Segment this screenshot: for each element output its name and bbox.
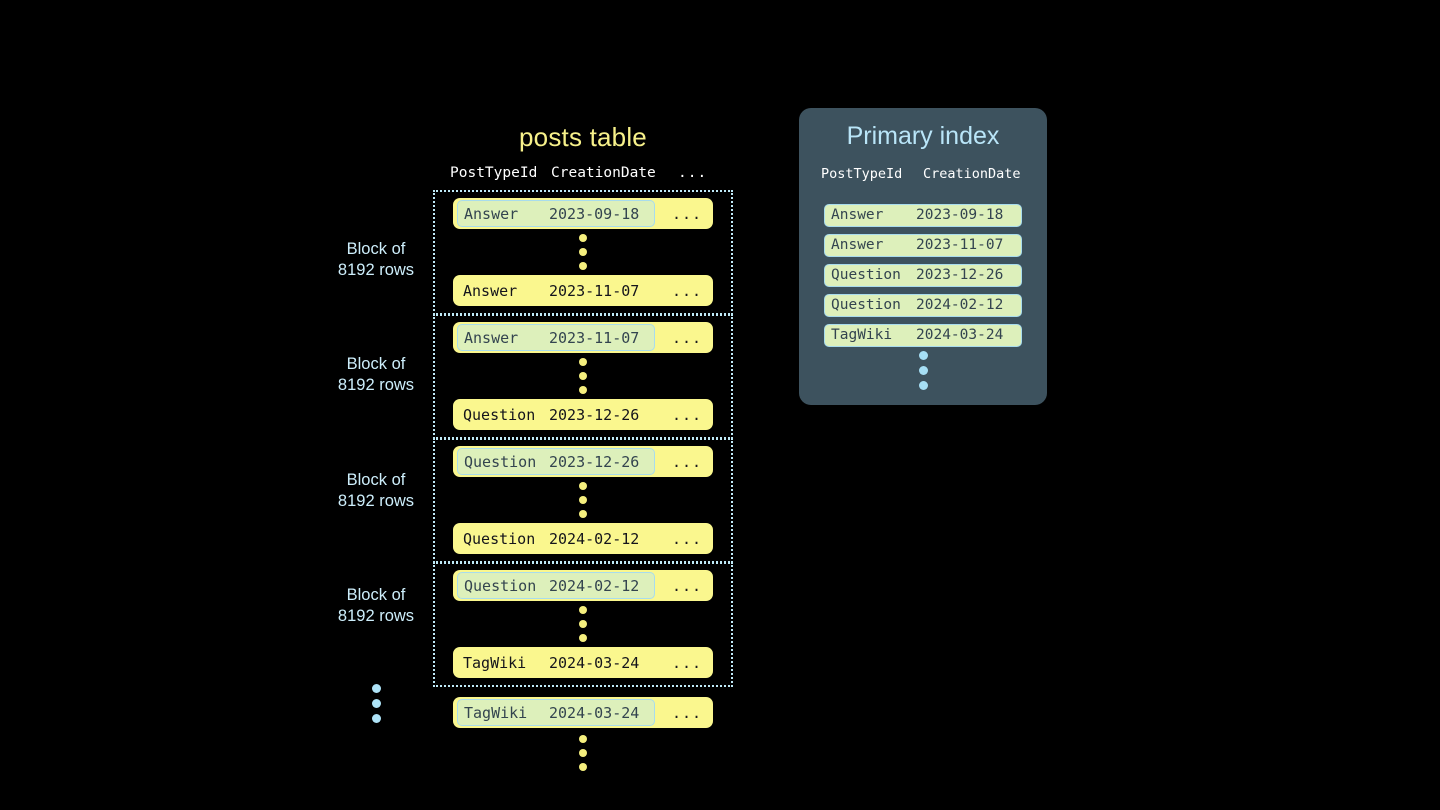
cell-posttypeid: Question — [464, 452, 537, 471]
cell-creationdate: 2024-02-12 — [549, 529, 640, 548]
index-match-highlight — [457, 699, 655, 726]
block-label-line1: Block of — [346, 586, 406, 604]
table-row: Question 2023-12-26 ... — [453, 446, 713, 477]
block-label-line1: Block of — [346, 240, 406, 258]
index-cell-posttypeid: TagWiki — [831, 327, 893, 343]
index-column-header-posttypeid: PostTypeId — [821, 166, 903, 182]
index-row: Question 2024-02-12 — [824, 294, 1022, 317]
index-cell-creationdate: 2024-02-12 — [916, 297, 1004, 313]
rows-omitted-dots — [435, 601, 731, 647]
table-row: Question 2024-02-12 ... — [453, 523, 713, 554]
posts-table-column-headers: PostTypeId CreationDate ... — [433, 165, 733, 187]
table-block: Question 2023-12-26 ... Question 2024-02… — [433, 438, 733, 563]
column-header-ellipsis: ... — [678, 165, 708, 181]
table-tail-row-wrapper: TagWiki 2024-03-24 ... — [433, 687, 733, 774]
block-label: Block of 8192 rows — [301, 354, 451, 396]
index-column-header-creationdate: CreationDate — [923, 166, 1021, 182]
rows-continue-dots — [433, 728, 733, 774]
rows-omitted-dots — [435, 353, 731, 399]
index-cell-creationdate: 2023-11-07 — [916, 237, 1004, 253]
cell-posttypeid: Answer — [464, 328, 519, 347]
cell-ellipsis: ... — [672, 328, 703, 347]
block-label-line2: 8192 rows — [337, 261, 415, 279]
table-row: Answer 2023-11-07 ... — [453, 275, 713, 306]
table-row: Answer 2023-09-18 ... — [453, 198, 713, 229]
index-match-highlight — [457, 200, 655, 227]
index-cell-creationdate: 2023-12-26 — [916, 267, 1004, 283]
index-row: TagWiki 2024-03-24 — [824, 324, 1022, 347]
primary-index-panel: Primary index PostTypeId CreationDate An… — [799, 108, 1047, 405]
index-row: Answer 2023-09-18 — [824, 204, 1022, 227]
primary-index-rows: Answer 2023-09-18 Answer 2023-11-07 Ques… — [824, 204, 1022, 354]
table-block: Question 2024-02-12 ... TagWiki 2024-03-… — [433, 562, 733, 687]
index-rows-continue-dots — [799, 351, 1047, 390]
cell-creationdate: 2024-03-24 — [549, 703, 640, 722]
cell-ellipsis: ... — [672, 653, 703, 672]
block-label-line2: 8192 rows — [337, 492, 415, 510]
cell-creationdate: 2023-12-26 — [549, 452, 640, 471]
index-cell-posttypeid: Answer — [831, 237, 884, 253]
blocks-continue-dots — [352, 684, 400, 723]
primary-index-column-headers: PostTypeId CreationDate — [799, 166, 1047, 186]
rows-omitted-dots — [435, 229, 731, 275]
cell-posttypeid: Question — [463, 405, 536, 424]
table-row: Answer 2023-11-07 ... — [453, 322, 713, 353]
rows-omitted-dots — [435, 477, 731, 523]
table-row: TagWiki 2024-03-24 ... — [453, 697, 713, 728]
cell-posttypeid: TagWiki — [463, 653, 527, 672]
block-label-line2: 8192 rows — [337, 607, 415, 625]
block-label-line1: Block of — [346, 471, 406, 489]
index-row: Answer 2023-11-07 — [824, 234, 1022, 257]
cell-ellipsis: ... — [672, 405, 703, 424]
table-block: Answer 2023-11-07 ... Question 2023-12-2… — [433, 314, 733, 439]
column-header-creationdate: CreationDate — [551, 165, 656, 181]
index-cell-creationdate: 2024-03-24 — [916, 327, 1004, 343]
cell-creationdate: 2023-12-26 — [549, 405, 640, 424]
index-cell-posttypeid: Answer — [831, 207, 884, 223]
cell-posttypeid: TagWiki — [464, 703, 528, 722]
cell-posttypeid: Question — [463, 529, 536, 548]
index-match-highlight — [457, 448, 655, 475]
posts-table-blocks: Answer 2023-09-18 ... Answer 2023-11-07 … — [433, 190, 733, 774]
cell-ellipsis: ... — [672, 204, 703, 223]
cell-creationdate: 2023-11-07 — [549, 281, 640, 300]
cell-ellipsis: ... — [672, 281, 703, 300]
cell-posttypeid: Question — [464, 576, 537, 595]
cell-ellipsis: ... — [672, 703, 703, 722]
cell-ellipsis: ... — [672, 529, 703, 548]
index-row: Question 2023-12-26 — [824, 264, 1022, 287]
cell-creationdate: 2023-09-18 — [549, 204, 640, 223]
block-label-line2: 8192 rows — [337, 376, 415, 394]
block-label: Block of 8192 rows — [301, 239, 451, 281]
index-cell-posttypeid: Question — [831, 297, 901, 313]
cell-ellipsis: ... — [672, 452, 703, 471]
primary-index-title: Primary index — [846, 122, 1000, 150]
cell-creationdate: 2024-02-12 — [549, 576, 640, 595]
index-match-highlight — [457, 324, 655, 351]
index-cell-creationdate: 2023-09-18 — [916, 207, 1004, 223]
index-cell-posttypeid: Question — [831, 267, 901, 283]
table-row: Question 2024-02-12 ... — [453, 570, 713, 601]
cell-posttypeid: Answer — [463, 281, 518, 300]
column-header-posttypeid: PostTypeId — [450, 165, 538, 181]
cell-creationdate: 2023-11-07 — [549, 328, 640, 347]
cell-posttypeid: Answer — [464, 204, 519, 223]
block-label: Block of 8192 rows — [301, 470, 451, 512]
block-label: Block of 8192 rows — [301, 585, 451, 627]
posts-table-title: posts table — [519, 122, 647, 152]
cell-ellipsis: ... — [672, 576, 703, 595]
table-row: TagWiki 2024-03-24 ... — [453, 647, 713, 678]
block-label-line1: Block of — [346, 355, 406, 373]
cell-creationdate: 2024-03-24 — [549, 653, 640, 672]
table-row: Question 2023-12-26 ... — [453, 399, 713, 430]
table-block: Answer 2023-09-18 ... Answer 2023-11-07 … — [433, 190, 733, 315]
index-match-highlight — [457, 572, 655, 599]
